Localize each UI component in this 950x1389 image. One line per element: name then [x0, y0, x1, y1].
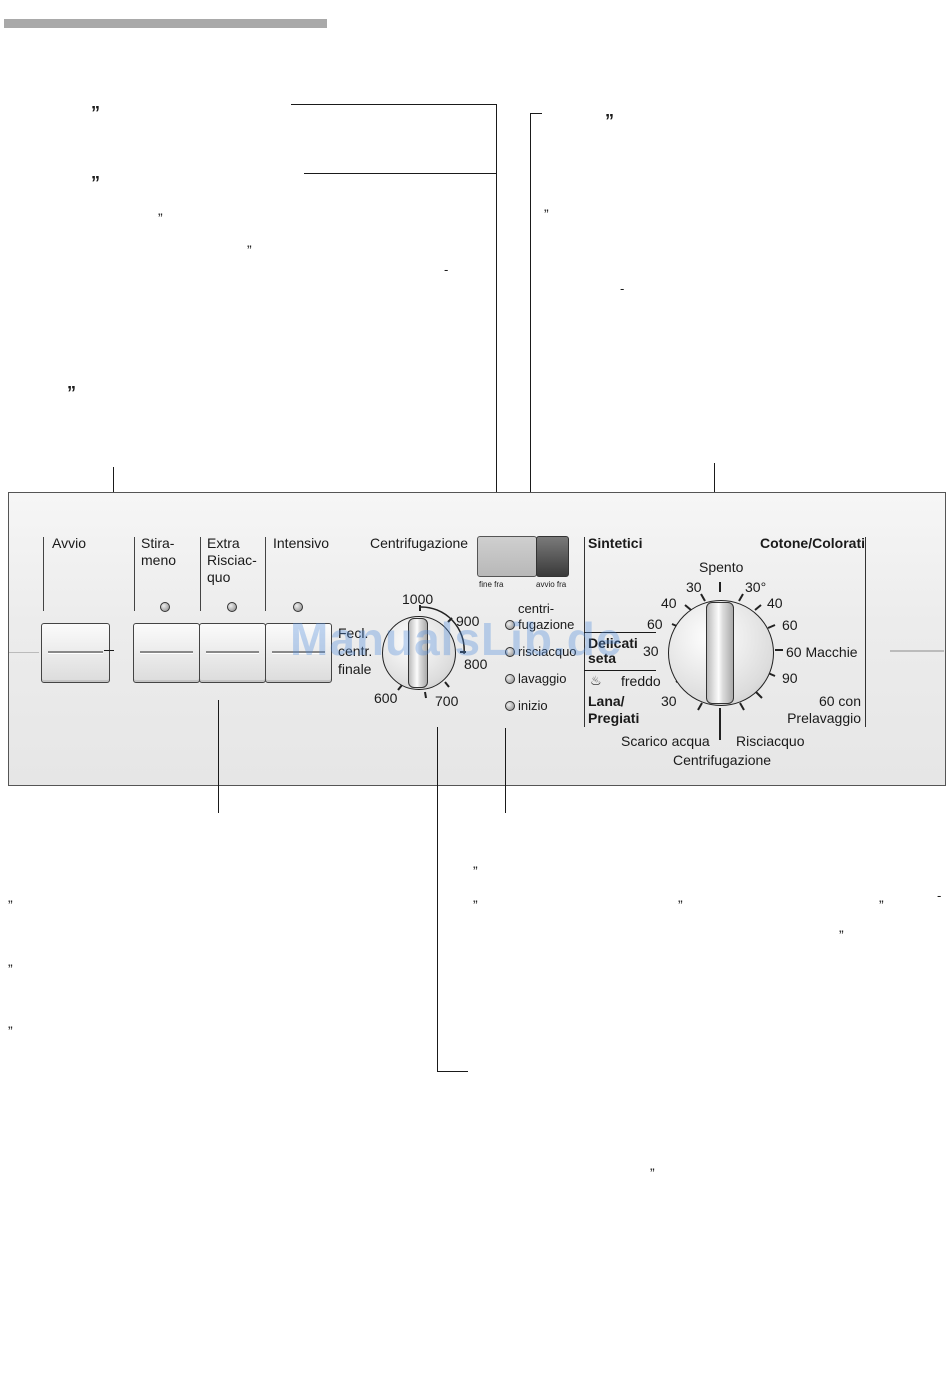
callout-line — [304, 173, 496, 174]
program-risciacquo: Risciacquo — [736, 733, 805, 749]
avvio-button[interactable] — [41, 623, 110, 683]
program-temp-left-40: 40 — [661, 595, 677, 611]
spin-value-800: 800 — [464, 656, 488, 672]
callout-line — [437, 1071, 468, 1072]
stiramento-label: Stira- meno — [141, 535, 177, 568]
callout-line — [530, 113, 531, 545]
label-tick — [134, 537, 135, 611]
quote-mark: ” — [678, 897, 683, 913]
program-divider — [584, 670, 656, 671]
quote-mark: ” — [91, 173, 100, 193]
program-sintetici: Sintetici — [588, 535, 643, 551]
program-temp-lana-30: 30 — [661, 693, 677, 709]
intensivo-led — [293, 602, 303, 612]
quote-mark: ” — [158, 210, 163, 226]
program-scarico: Scarico acqua — [621, 733, 710, 749]
program-cotone: Cotone/Colorati — [760, 535, 865, 551]
program-centrifugazione: Centrifugazione — [673, 752, 772, 768]
program-temp-left-30b: 30 — [643, 643, 659, 659]
status-label-centrifugazione: centri- fugazione — [518, 601, 575, 632]
status-label-inizio: inizio — [518, 698, 548, 713]
program-temp-right-90: 90 — [782, 670, 798, 686]
extra-risciacquo-label: Extra Risciac- quo — [207, 535, 257, 585]
quote-mark: ” — [91, 103, 100, 123]
intensivo-label: Intensivo — [273, 535, 330, 551]
status-led-lavaggio — [505, 674, 515, 684]
program-temp-left-30: 30 — [686, 579, 702, 595]
quote-mark: ” — [8, 1023, 13, 1039]
quote-mark: ” — [605, 111, 614, 131]
panel-divider — [9, 652, 39, 653]
quote-mark: ” — [67, 383, 76, 403]
program-temp-right-40: 40 — [767, 595, 783, 611]
dash-mark: - — [444, 262, 449, 277]
quote-mark: ” — [8, 897, 13, 913]
stiramento-button[interactable] — [133, 623, 200, 683]
spin-value-700: 700 — [435, 693, 459, 709]
quote-mark: ” — [8, 961, 13, 977]
program-knob-grip — [706, 602, 734, 704]
spin-value-1000: 1000 — [402, 591, 434, 607]
callout-line — [505, 728, 506, 813]
watermark: ManualsLib.de — [290, 613, 623, 665]
quote-mark: ” — [544, 206, 549, 222]
label-tick — [200, 537, 201, 611]
quote-mark: ” — [650, 1165, 655, 1181]
status-label-risciacquo: risciacquo — [518, 644, 577, 659]
end-time-display — [477, 536, 537, 577]
status-label-lavaggio: lavaggio — [518, 671, 567, 686]
header-bar — [4, 19, 327, 28]
dash-mark: - — [937, 888, 942, 903]
status-led-inizio — [505, 701, 515, 711]
callout-line — [530, 113, 542, 114]
program-freddo: freddo — [621, 673, 661, 689]
program-spento: Spento — [699, 559, 744, 575]
quote-mark: ” — [473, 897, 478, 913]
program-delicati: Delicati seta — [588, 635, 638, 666]
end-time-left-label: fine fra — [479, 580, 504, 589]
stiramento-led — [160, 602, 170, 612]
program-divider — [584, 632, 656, 633]
extra-risciacquo-led — [227, 602, 237, 612]
end-time-button[interactable] — [536, 536, 569, 577]
callout-line — [291, 104, 496, 105]
callout-line — [104, 650, 114, 651]
wool-icon: ♨ — [590, 673, 602, 688]
extra-risciacquo-button[interactable] — [199, 623, 266, 683]
program-temp-right-60-macchie: 60 Macchie — [786, 644, 858, 660]
program-temp-right-prelavaggio: 60 con Prelavaggio — [787, 693, 861, 726]
program-temp-right-30: 30° — [745, 579, 767, 595]
quote-mark: ” — [247, 242, 252, 258]
callout-line — [218, 700, 219, 813]
quote-mark: ” — [473, 863, 478, 879]
spin-value-900: 900 — [456, 613, 480, 629]
callout-line — [437, 727, 438, 1071]
label-tick — [265, 537, 266, 611]
status-led-risciacquo — [505, 647, 515, 657]
program-temp-left-60: 60 — [647, 616, 663, 632]
quote-mark: ” — [879, 897, 884, 913]
status-led-centrifugazione — [505, 620, 515, 630]
intensivo-button[interactable] — [265, 623, 332, 683]
end-time-right-label: avvio fra — [536, 580, 567, 589]
spin-knob-grip — [408, 618, 428, 688]
panel-divider — [890, 650, 944, 652]
label-tick — [43, 537, 44, 611]
program-scale — [670, 582, 783, 740]
program-temp-right-60: 60 — [782, 617, 798, 633]
avvio-label: Avvio — [52, 535, 86, 551]
dash-mark: - — [620, 281, 625, 296]
callout-line — [496, 104, 497, 536]
spin-side-label: Fecl. centr. finale — [338, 625, 373, 677]
quote-mark: ” — [839, 927, 844, 943]
spin-title: Centrifugazione — [370, 535, 469, 551]
program-lana: Lana/ Pregiati — [588, 693, 640, 726]
spin-value-600: 600 — [374, 690, 398, 706]
